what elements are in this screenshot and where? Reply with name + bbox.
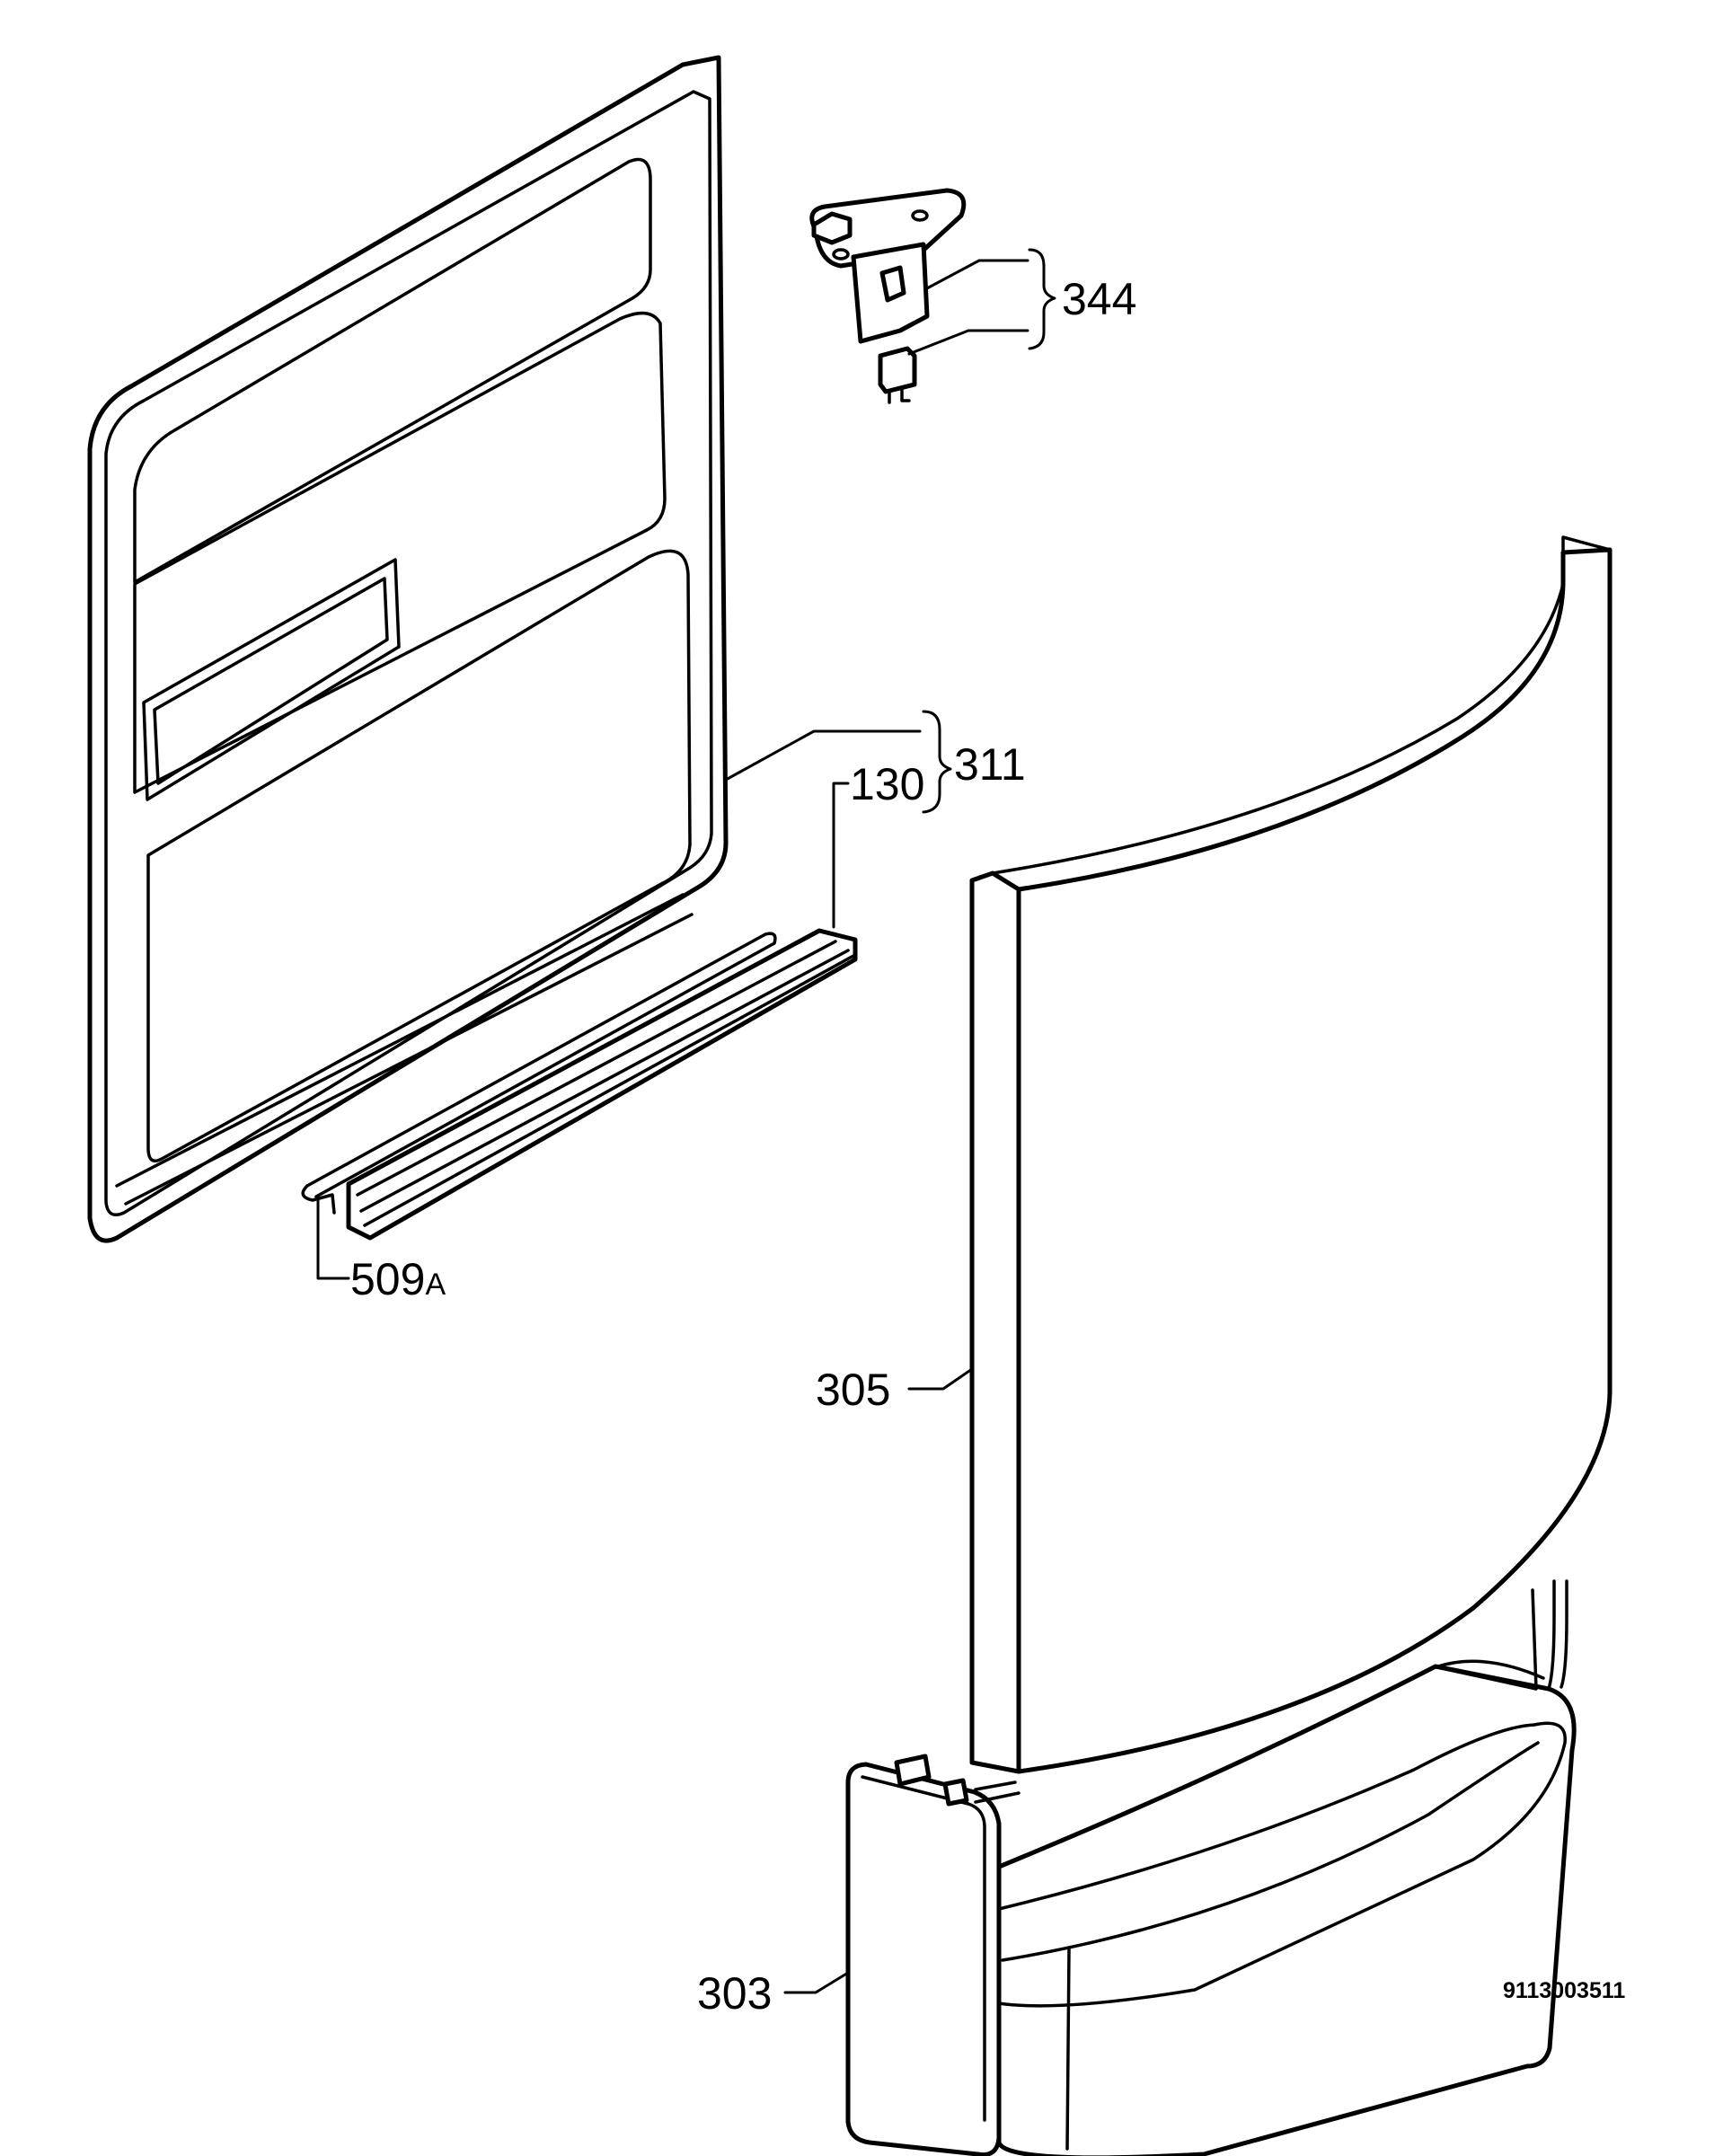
door-bottom-trim-clip <box>942 1778 969 1807</box>
front-door-panel-face <box>1016 547 1613 1774</box>
part-label-509a-number: 509 <box>350 1254 425 1304</box>
door-bottom-trim-part <box>845 1579 1577 2156</box>
door-bottom-trim-clip <box>894 1754 932 1787</box>
part-label-509a: 509A <box>350 1254 446 1304</box>
front-door-panel-top-corner <box>1561 535 1612 554</box>
door-seal-grooves <box>356 940 855 1227</box>
leader-line-311 <box>724 729 922 782</box>
seal-retainer-rod <box>305 932 777 1198</box>
part-label-509a-suffix: A <box>425 1268 446 1302</box>
part-label-303: 303 <box>697 1968 772 2019</box>
bracket-311 <box>922 710 952 814</box>
door-seal-part <box>346 928 858 1241</box>
leader-line-344-switch <box>907 329 1029 356</box>
leader-line-344-lock <box>923 259 1029 291</box>
detergent-dispenser-slot-inner <box>153 577 389 785</box>
leader-line-130 <box>832 782 850 929</box>
seal-retainer-hook <box>301 1184 336 1215</box>
document-number: 9113003511 <box>1503 1978 1625 2003</box>
inner-door-lower-recess <box>146 549 692 1162</box>
door-lock-screw-hole <box>911 209 929 222</box>
part-label-305: 305 <box>816 1365 890 1415</box>
inner-door-upper-window <box>133 157 652 584</box>
inner-door-bottom-ledge <box>115 893 694 1206</box>
door-seal-strip <box>346 928 858 1241</box>
front-door-panel-part <box>969 535 1613 1774</box>
part-label-130: 130 <box>850 759 924 809</box>
detergent-dispenser-slot <box>142 558 401 801</box>
door-lock-switch <box>878 346 917 394</box>
part-label-311: 311 <box>954 739 1026 790</box>
bracket-344 <box>1028 248 1056 350</box>
inner-door-upper-recess <box>133 311 667 794</box>
door-lock-screw-hole <box>832 248 850 261</box>
leader-line-305 <box>907 1367 974 1391</box>
door-bottom-trim-tray-inner <box>1001 1741 1540 1962</box>
part-label-344: 344 <box>1062 274 1136 324</box>
inner-door-panel <box>87 55 729 1243</box>
door-bottom-trim-end-cap <box>845 1762 1002 2156</box>
front-door-panel-side <box>969 870 1021 1774</box>
leader-line-303 <box>783 1971 850 1994</box>
door-bottom-trim-tray <box>996 1664 1577 2156</box>
door-bottom-trim-fold <box>1065 1588 1545 2151</box>
leader-line-509a <box>316 1198 350 1280</box>
door-bottom-trim-end-cap-edge <box>861 1775 986 2122</box>
door-lock-part <box>809 188 967 404</box>
door-lock-latch <box>879 265 906 303</box>
inner-door-frame <box>87 55 729 1243</box>
inner-door-rim <box>104 90 713 1216</box>
door-lock-switch-pins <box>888 388 911 404</box>
door-bottom-trim-hose <box>1547 1579 1568 1691</box>
seal-retainer-part <box>301 932 777 1215</box>
door-lock-mount <box>811 211 853 245</box>
door-bottom-trim-tray-rim <box>997 1721 1567 2008</box>
door-bottom-trim-wire <box>974 1780 1021 1804</box>
front-door-panel-top-lip <box>991 582 1565 875</box>
